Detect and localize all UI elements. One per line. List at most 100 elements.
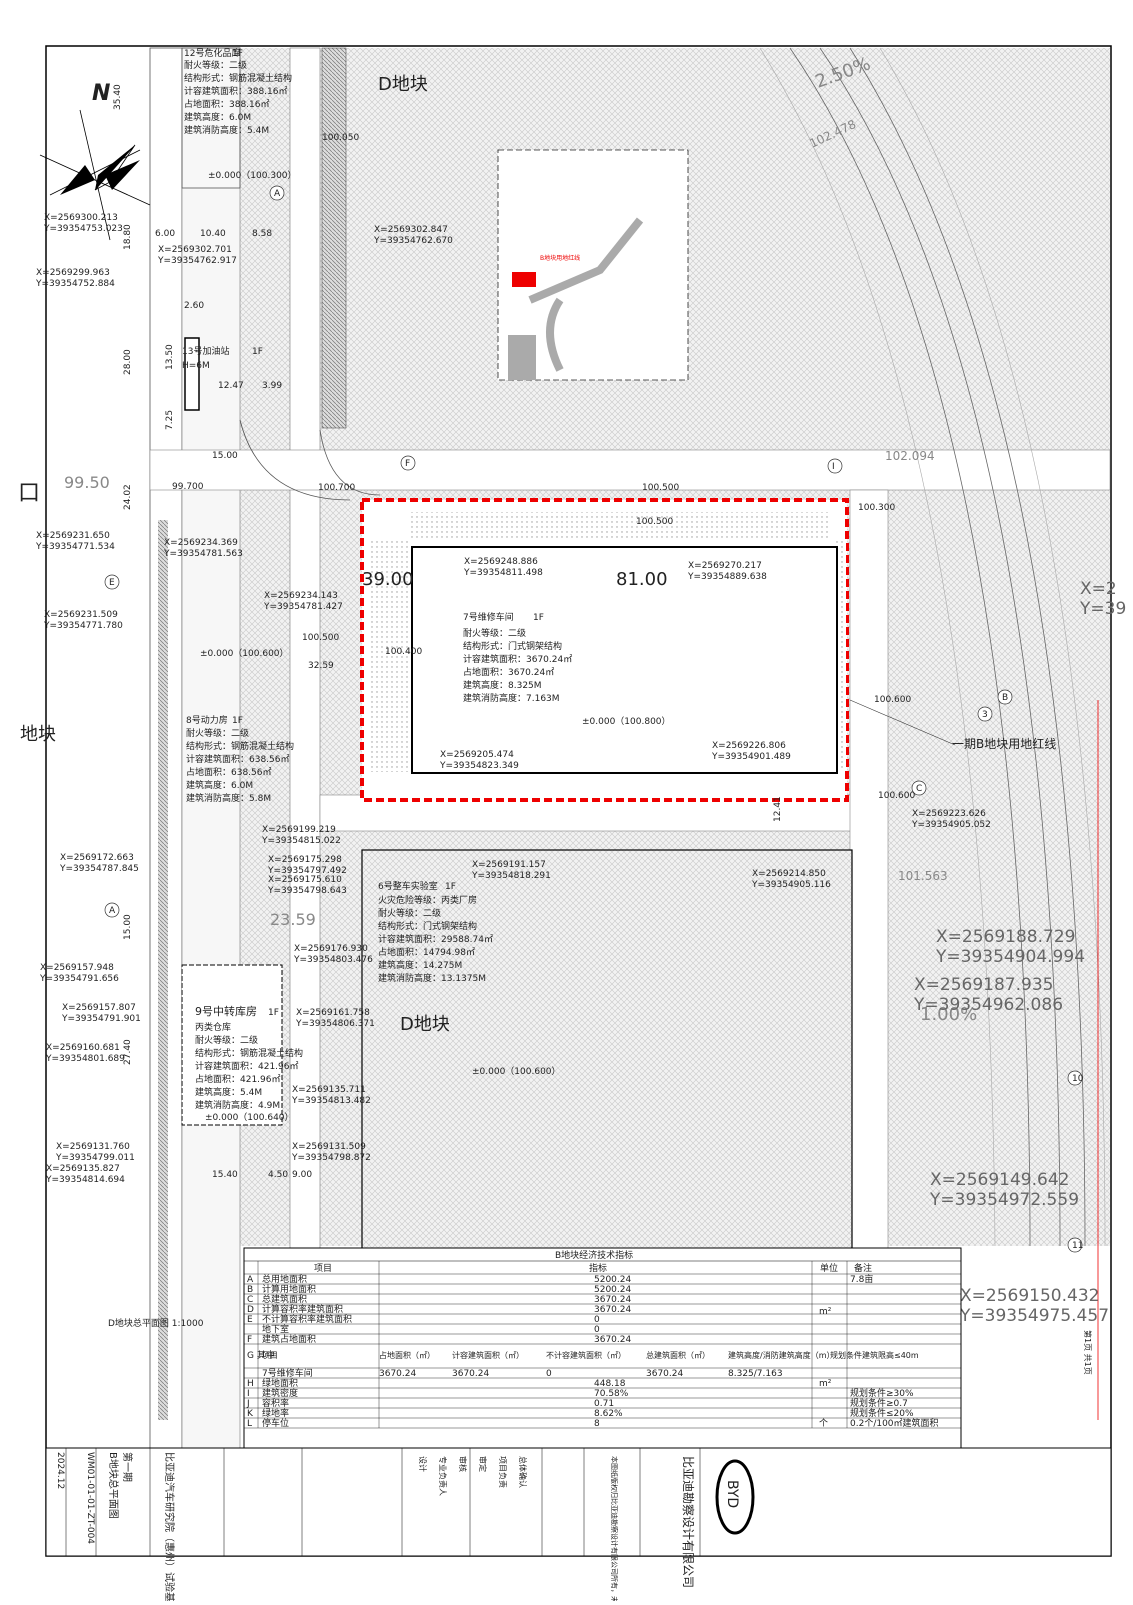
- spec-line: 占地面积：421.96㎡: [195, 1073, 281, 1085]
- dimension-label: 12.41: [773, 796, 783, 822]
- dimension-label: 13.50: [165, 344, 175, 370]
- block-label-north: D地块: [378, 74, 428, 95]
- svg-text:1F: 1F: [533, 613, 544, 623]
- row-value: 0: [594, 1315, 600, 1325]
- building-7-label: 81.00 39.00 7号维修车间 1F 耐火等级：二级结构形式：门式钢架结构…: [362, 569, 671, 727]
- spec-line: 计容建筑面积：3670.24㎡: [463, 653, 572, 665]
- row-value: 448.18: [594, 1379, 626, 1389]
- row-note: 规划条件≤20%: [850, 1407, 914, 1419]
- dimension-label: 2.60: [184, 301, 204, 311]
- row-value: 0: [594, 1325, 600, 1335]
- row-unit: m²: [819, 1307, 832, 1317]
- svg-text:8号动力房: 8号动力房: [186, 714, 228, 726]
- row-item: 不计算容积率建筑面积: [262, 1313, 352, 1325]
- coord-x: X=2569161.758: [296, 1008, 370, 1018]
- coord-y: Y=39354975.457: [959, 1306, 1109, 1326]
- svg-text:6号整车实验室: 6号整车实验室: [378, 880, 438, 892]
- svg-text:火灾危险等级：丙类厂房耐火等级：二级结构形式：门式钢架结构计: 火灾危险等级：丙类厂房耐火等级：二级结构形式：门式钢架结构计容建筑面积：2958…: [378, 894, 493, 984]
- g-cell: 0: [546, 1369, 552, 1379]
- grid-circle: [997, 689, 1013, 705]
- west-bank: [158, 520, 168, 1420]
- spec-line: 计容建筑面积：388.16㎡: [184, 85, 288, 97]
- title-block-text: 审定: [478, 1456, 488, 1472]
- title-block-text: 2024.12: [55, 1452, 65, 1489]
- coord-x: X=2569157.807: [62, 1003, 136, 1013]
- spec-line: 建筑高度：6.0M: [184, 111, 251, 123]
- row-value: 8: [594, 1419, 600, 1429]
- embankment: [321, 47, 347, 429]
- row-code: A: [247, 1275, 254, 1285]
- row-item: 地下室: [262, 1323, 289, 1335]
- road-north: [149, 449, 1111, 491]
- spec-line: 建筑高度：6.0M: [186, 779, 253, 791]
- grid-label: A: [109, 906, 116, 916]
- g-cell: 3670.24: [646, 1369, 683, 1379]
- coord-y: Y=39354889.638: [687, 572, 767, 582]
- title-block-text: 审核: [458, 1456, 468, 1472]
- coord-x: X=2569299.963: [36, 268, 110, 278]
- coord-x: X=2569302.701: [158, 245, 232, 255]
- spec-line: 建筑消防高度：5.4M: [184, 124, 269, 136]
- spec-line: 计容建筑面积：421.96㎡: [195, 1060, 299, 1072]
- dimension-label: 32.59: [308, 661, 334, 671]
- table-header: 备注: [854, 1262, 872, 1274]
- grid-circle: [1067, 1070, 1083, 1086]
- row-value: 70.58%: [594, 1389, 629, 1399]
- svg-text:13号加油站: 13号加油站: [182, 345, 229, 357]
- spec-line: 结构形式：门式钢架结构: [463, 640, 562, 652]
- title-block-text: 比亚迪勘察设计有限公司: [681, 1456, 695, 1588]
- g-header: 规划条件建筑限高≤40m: [830, 1350, 919, 1360]
- row-item: 停车位: [262, 1417, 289, 1429]
- north-arrow: N: [39, 81, 151, 241]
- building-8-label: 8号动力房 1F 耐火等级：二级结构形式：钢筋混凝土结构计容建筑面积：638.5…: [186, 648, 294, 804]
- west-strip: [181, 47, 241, 1449]
- coord-x: X=2569176.930: [294, 944, 368, 954]
- dimension-label: 8.58: [252, 229, 272, 239]
- coord-y: Y=39354781.427: [263, 602, 343, 612]
- coordinate-labels: X=2569248.886Y=39354811.498X=2569270.217…: [35, 213, 1126, 1326]
- green-strip-west: [368, 540, 408, 772]
- gate-label: 口: [18, 481, 40, 506]
- spec-line: 占地面积：388.16㎡: [184, 98, 270, 110]
- block-label-west: 地块: [20, 724, 56, 745]
- row-item: 建筑占地面积: [262, 1333, 316, 1345]
- g-header: 计容建筑面积（㎡）: [452, 1350, 524, 1360]
- grid-label: F: [405, 459, 410, 469]
- grid-label: A: [274, 189, 281, 199]
- spec-line: 计容建筑面积：29588.74㎡: [378, 933, 493, 945]
- coord-y: Y=39354806.371: [295, 1019, 375, 1029]
- building-12-label: 12号危化品库 1F 耐火等级：二级结构形式：钢筋混凝土结构计容建筑面积：388…: [184, 47, 297, 181]
- svg-text:耐火等级：二级结构形式：门式钢架结构计容建筑面积：3670.: 耐火等级：二级结构形式：门式钢架结构计容建筑面积：3670.24㎡占地面积：36…: [463, 627, 572, 704]
- inset-block: [508, 335, 536, 380]
- spec-line: 结构形式：门式钢架结构: [378, 920, 477, 932]
- g-header: 建筑高度/消防建筑高度（m）: [728, 1350, 835, 1360]
- coord-x: X=2569149.642: [930, 1170, 1069, 1190]
- coord-x: X=2569135.711: [292, 1085, 366, 1095]
- spec-line: 耐火等级：二级: [378, 907, 441, 919]
- coord-x: X=2569302.847: [374, 225, 448, 235]
- row-note: 0.2个/100㎡建筑面积: [850, 1417, 939, 1429]
- title-block-text: 设计: [418, 1456, 428, 1472]
- coord-y: Y=39354962.086: [913, 995, 1063, 1015]
- row-item: 总建筑面积: [262, 1293, 307, 1305]
- spec-line: 建筑消防高度：5.8M: [186, 792, 271, 804]
- svg-text:±0.000（100.800）: ±0.000（100.800）: [582, 716, 671, 727]
- building-9-label: 9号中转库房 1F 丙类仓库耐火等级：二级结构形式：钢筋混凝土结构计容建筑面积：…: [195, 1004, 303, 1123]
- g-cell: 3670.24: [379, 1369, 416, 1379]
- title-block-text: 第一期: [121, 1452, 134, 1482]
- dimension-label: 10.40: [200, 229, 226, 239]
- svg-text:1F: 1F: [232, 716, 243, 726]
- row-code: J: [246, 1399, 250, 1409]
- coord-y: Y=39354905.116: [751, 880, 831, 890]
- coord-x: X=2569175.610: [268, 875, 342, 885]
- curve-road-3: [849, 47, 1086, 1247]
- row-item: 容积率: [262, 1397, 289, 1409]
- coord-y: Y=39354791.656: [39, 974, 119, 984]
- spec-line: 耐火等级：二级: [463, 627, 526, 639]
- coord-y: Y=39: [1079, 599, 1126, 619]
- dimension-label: 9.00: [292, 1170, 312, 1180]
- dimension-label: 7.25: [165, 410, 175, 430]
